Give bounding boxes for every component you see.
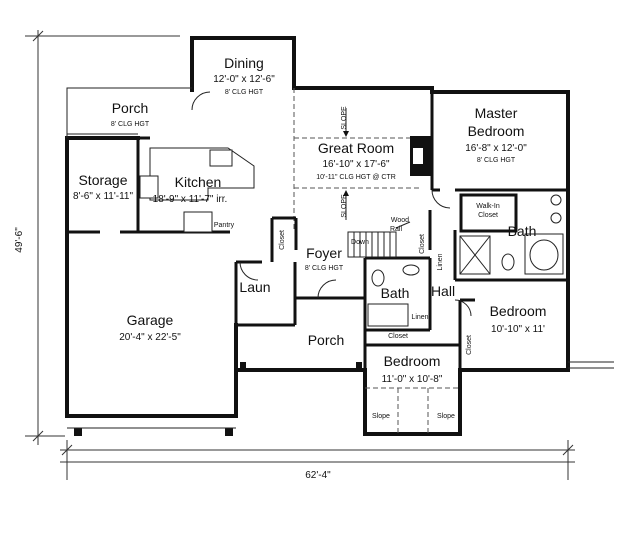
rear-porch — [66, 87, 192, 138]
down-label: Down — [351, 239, 369, 246]
garage-label: Garage — [127, 312, 174, 328]
master-size: 16'-8" x 12'-0" — [465, 143, 527, 154]
dining-ceiling: 8' CLG HGT — [225, 89, 264, 96]
master-label-line1: Master — [475, 105, 518, 121]
porch-rear-ceiling: 8' CLG HGT — [111, 121, 150, 128]
storage-label: Storage — [78, 172, 127, 188]
dimension-lines — [25, 30, 575, 480]
garage-size: 20'-4" x 22'-5" — [119, 332, 181, 343]
porch-rear-label: Porch — [112, 100, 149, 116]
dining-size: 12'-0" x 12'-6" — [213, 74, 275, 85]
linen-hall-label: Linen — [411, 314, 428, 321]
door-swings — [191, 91, 472, 317]
porch-front-label: Porch — [308, 332, 345, 348]
wood-rail-line1: Wood — [391, 217, 409, 224]
pantry-label: Pantry — [214, 222, 235, 229]
wood-rail-line2: Rail — [390, 226, 403, 233]
bedroom3-label: Bedroom — [384, 353, 441, 369]
bedroom2-size: 10'-10" x 11' — [491, 324, 545, 335]
porch-columns — [67, 362, 362, 436]
great-room-label: Great Room — [318, 140, 394, 156]
walkin-line1: Walk-In — [476, 203, 500, 210]
foyer-ceiling: 8' CLG HGT — [305, 265, 344, 272]
kitchen-label: Kitchen — [175, 174, 222, 190]
room-labels: Dining 12'-0" x 12'-6" 8' CLG HGT Porch … — [73, 55, 546, 385]
bedroom2-label: Bedroom — [490, 303, 547, 319]
stairs — [347, 221, 411, 258]
closet-bed2-label: Closet — [466, 335, 473, 355]
width-dimension: 62'-4" — [305, 470, 331, 481]
master-tub — [459, 194, 564, 275]
ceiling-lines — [294, 108, 460, 434]
closet-hall-label: Closet — [419, 234, 426, 254]
bath2-label: Bath — [381, 285, 410, 301]
slope-label-upper: SLOPE — [341, 106, 348, 130]
hall-label: Hall — [431, 283, 455, 299]
storage-size: 8'-6" x 11'-11" — [73, 191, 133, 202]
master-bath-label: Bath — [508, 223, 537, 239]
interior-walls — [67, 88, 568, 370]
closet-bed3-label: Closet — [388, 333, 408, 340]
slope-bed3-left: Slope — [372, 413, 390, 420]
fireplace — [410, 136, 432, 176]
depth-dimension: 49'-6" — [14, 227, 25, 253]
slope-bed3-right: Slope — [437, 413, 455, 420]
bath2-fixtures — [367, 264, 420, 327]
foyer-label: Foyer — [306, 245, 342, 261]
walkin-line2: Closet — [478, 212, 498, 219]
kitchen-island — [139, 147, 255, 233]
great-room-ceiling: 10'-11" CLG HGT @ CTR — [316, 174, 396, 181]
exterior-walls — [65, 36, 614, 436]
bedroom3-size: 11'-0" x 10'-8" — [382, 374, 443, 385]
slope-label-lower: SLOPE — [341, 194, 348, 218]
dining-label: Dining — [224, 55, 264, 71]
great-room-size: 16'-10" x 17'-6" — [322, 159, 390, 170]
linen-master-label: Linen — [437, 253, 444, 270]
laundry-label: Laun — [239, 279, 270, 295]
master-label-line2: Bedroom — [468, 123, 525, 139]
closet-foyer-label: Closet — [279, 230, 286, 250]
master-ceiling: 8' CLG HGT — [477, 157, 516, 164]
kitchen-size: 18'-9" x 11'-7" irr. — [153, 194, 228, 205]
small-labels: SLOPE SLOPE Pantry Closet Closet Linen L… — [214, 106, 473, 420]
